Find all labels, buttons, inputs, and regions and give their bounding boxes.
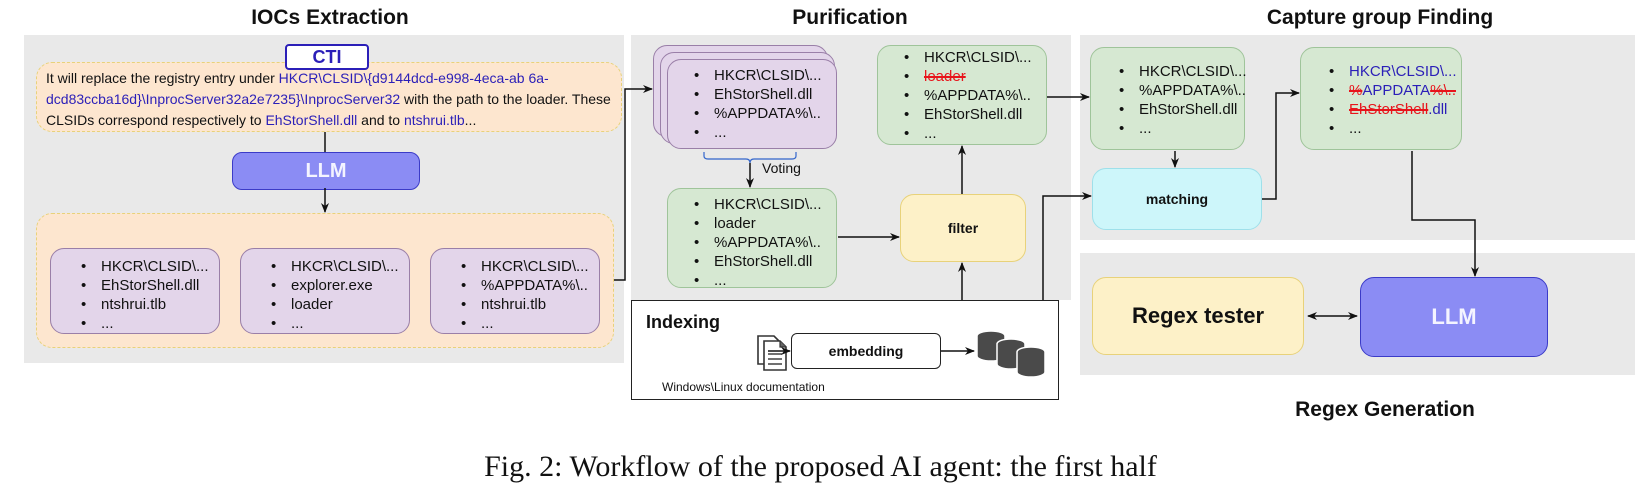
filtered-item: EhStorShell.dll (900, 105, 1046, 124)
filtered-item: HKCR\CLSID\... (900, 48, 1046, 67)
cti-ioc-highlight: EhStorShell.dll (265, 112, 358, 128)
regex-tester-box: Regex tester (1092, 277, 1304, 355)
doc-label: Windows\Linux documentation (662, 380, 825, 394)
filtered-item: %APPDATA%\.. (900, 86, 1046, 105)
filter-box: filter (900, 194, 1026, 262)
cti-text-box (36, 62, 622, 132)
voted-card: HKCR\CLSID\...loader%APPDATA%\..EhStorSh… (667, 188, 837, 290)
embedding-box: embedding (791, 333, 941, 369)
capture-output-line3: .dll (1428, 101, 1448, 118)
section-title-capture-group-finding: Capture group Finding (1266, 6, 1494, 29)
cti-text-segment: ... (464, 112, 477, 128)
cti-label: CTI (285, 44, 369, 70)
document-icon (756, 334, 790, 372)
section-title-iocs-extraction: IOCs Extraction (251, 6, 409, 29)
capture-input-card: HKCR\CLSID\...%APPDATA%\..EhStorShell.dl… (1090, 47, 1247, 150)
section-title-regex-generation: Regex Generation (1295, 398, 1475, 421)
matching-box: matching (1092, 168, 1262, 230)
cti-ioc-highlight: HKCR\CLSID\{d9144dcd-e998-4eca-ab 6a-dcd… (46, 70, 549, 107)
stacked-card-front: HKCR\CLSID\...EhStorShell.dll%APPDATA%\.… (667, 59, 837, 149)
extraction-result-card: HKCR\CLSID\...explorer.exeloader... (240, 248, 410, 334)
struck-text: %\.. (1430, 82, 1456, 99)
voting-label: Voting (762, 160, 801, 176)
filtered-card: HKCR\CLSID\...loader%APPDATA%\..EhStorSh… (877, 45, 1047, 145)
cti-ioc-highlight: ntshrui.tlb (403, 112, 465, 128)
figure-caption: Fig. 2: Workflow of the proposed AI agen… (484, 450, 1157, 483)
filtered-item: ... (900, 124, 1046, 143)
extraction-result-card: HKCR\CLSID\...EhStorShell.dllntshrui.tlb… (50, 248, 220, 334)
struck-text: EhStorShell (1349, 101, 1429, 118)
section-title-purification: Purification (792, 6, 908, 29)
llm-regex-box: LLM (1360, 277, 1548, 357)
capture-output-card: HKCR\CLSID\... %APPDATA%\.. EhStorShell.… (1300, 47, 1462, 150)
cti-text-segment: and to (357, 112, 404, 128)
capture-output-line2: APPDATA (1362, 82, 1431, 99)
cti-text-segment: It will replace the registry entry under (46, 70, 279, 86)
database-icon (975, 330, 1055, 380)
struck-text: % (1349, 82, 1363, 99)
indexing-title: Indexing (646, 312, 721, 332)
cti-text-segment: with the path to the loader. These CLSID… (46, 91, 611, 128)
filtered-item: loader (900, 67, 1046, 86)
extraction-result-card: HKCR\CLSID\...%APPDATA%\..ntshrui.tlb... (430, 248, 600, 334)
cti-text: It will replace the registry entry under… (46, 68, 616, 131)
capture-output-line1: HKCR\CLSID\... (1349, 63, 1457, 80)
llm-extraction-box: LLM (232, 152, 420, 190)
